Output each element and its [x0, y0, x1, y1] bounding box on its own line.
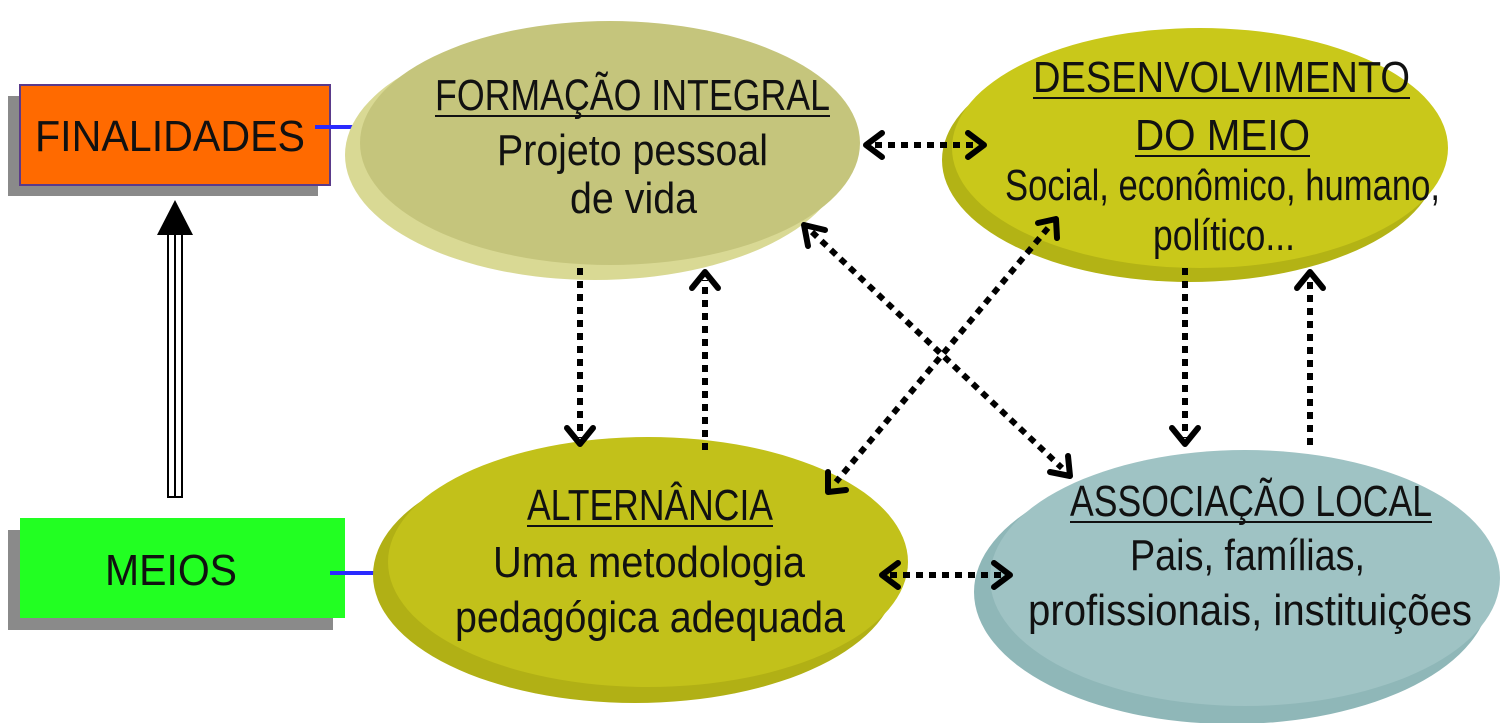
formacao-title: FORMAÇÃO INTEGRAL — [435, 70, 830, 120]
meios-fill — [20, 518, 345, 618]
alternancia-associacao-arrow — [879, 560, 1013, 590]
alternancia-to-formacao-arrow — [689, 269, 721, 450]
formacao-desenvolvimento-arrow — [863, 130, 987, 160]
associacao-line-1: Pais, famílias, — [1130, 531, 1365, 580]
desenvolvimento-to-associacao-arrow — [1169, 268, 1201, 447]
desenvolvimento-line-2: político... — [1153, 211, 1295, 260]
alternancia-title: ALTERNÂNCIA — [527, 481, 774, 530]
node-formacao-integral: FORMAÇÃO INTEGRAL Projeto pessoal de vid… — [345, 21, 860, 280]
finalidades-box: FINALIDADES — [8, 84, 331, 196]
formacao-line-1: Projeto pessoal — [497, 126, 768, 175]
finalidades-label: FINALIDADES — [35, 112, 305, 161]
finalidades-fill — [19, 84, 331, 186]
formacao-line-2: de vida — [570, 174, 697, 223]
associacao-line-2: profissionais, instituições — [1028, 586, 1472, 635]
desenvolvimento-alternancia-arrow — [825, 216, 1060, 495]
node-associacao-local: ASSOCIAÇÃO LOCAL Pais, famílias, profiss… — [974, 450, 1500, 723]
alternancia-line-1: Uma metodologia — [493, 538, 805, 587]
meios-box: MEIOS — [8, 518, 345, 630]
associacao-to-desenvolvimento-arrow — [1294, 269, 1326, 445]
meios-to-finalidades-arrow — [157, 200, 193, 498]
desenvolvimento-title-1: DESENVOLVIMENTO — [1033, 53, 1410, 102]
associacao-title: ASSOCIAÇÃO LOCAL — [1070, 476, 1432, 526]
desenvolvimento-line-1: Social, econômico, humano, — [1005, 161, 1440, 210]
formacao-to-alternancia-arrow — [564, 268, 596, 447]
alternancia-line-2: pedagógica adequada — [455, 593, 845, 642]
node-alternancia: ALTERNÂNCIA Uma metodologia pedagógica a… — [373, 437, 908, 703]
meios-label: MEIOS — [105, 546, 237, 595]
formacao-associacao-arrow — [801, 222, 1073, 479]
desenvolvimento-title-2: DO MEIO — [1135, 111, 1310, 160]
node-desenvolvimento-do-meio: DESENVOLVIMENTO DO MEIO Social, econômic… — [942, 28, 1448, 282]
